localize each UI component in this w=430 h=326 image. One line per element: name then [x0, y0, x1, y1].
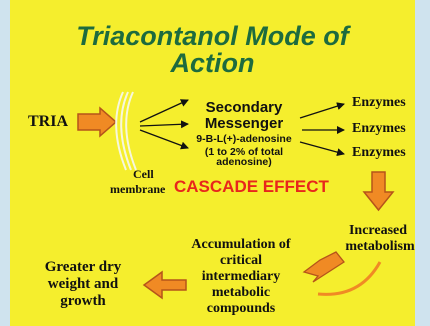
accumulation-line-4: metabolic — [211, 285, 271, 300]
tria-block-arrow — [77, 106, 118, 138]
metabolism-to-accumulation-curve — [317, 261, 382, 296]
greater-dry-weight-line-2: weight and — [47, 276, 119, 292]
enzymes-label-3: Enzymes — [352, 145, 406, 160]
title-line-2: Action — [170, 48, 255, 78]
secondary-messenger-line-4: (1 to 2% of total — [204, 146, 284, 158]
arrow-membrane-to-messenger-1 — [139, 99, 189, 123]
arrow-membrane-to-messenger-2 — [139, 120, 189, 129]
cell-membrane-curve-outer — [115, 91, 127, 171]
accumulation-to-growth-block-arrow — [142, 270, 187, 300]
arrow-membrane-to-messenger-3 — [139, 129, 189, 150]
arrow-messenger-to-enzymes-1 — [299, 102, 345, 119]
enzymes-label-2: Enzymes — [352, 121, 406, 136]
title-line-1: Triacontanol Mode of — [76, 21, 349, 51]
secondary-messenger-line-3: 9-B-L(+)-adenosine — [196, 133, 292, 145]
enzymes-label-1: Enzymes — [352, 95, 406, 110]
increased-metabolism-line-2: metabolism — [345, 239, 415, 254]
accumulation-line-2: critical — [220, 253, 262, 268]
metabolism-to-accumulation-block-arrow — [302, 251, 345, 283]
cell-membrane-label-line-1: Cell — [133, 167, 154, 181]
content-panel — [10, 0, 415, 326]
cell-membrane-curve-middle — [120, 91, 132, 171]
accumulation-line-3: intermediary — [201, 269, 281, 284]
cell-membrane-label-line-2: membrane — [110, 182, 166, 196]
increased-metabolism-line-1: Increased — [348, 223, 408, 238]
arrow-messenger-to-enzymes-3 — [299, 141, 345, 157]
cell-membrane-curve-inner — [125, 91, 137, 171]
greater-dry-weight-line-3: growth — [60, 293, 106, 309]
tria-label: TRIA — [28, 113, 69, 130]
accumulation-line-5: compounds — [206, 301, 276, 316]
secondary-messenger-line-5: adenosine) — [216, 156, 272, 168]
secondary-messenger-line-1: Secondary — [205, 99, 283, 116]
accumulation-line-1: Accumulation of — [191, 237, 291, 252]
secondary-messenger-line-2: Messenger — [204, 115, 284, 132]
cascade-down-block-arrow — [362, 171, 395, 212]
cascade-effect-label: CASCADE EFFECT — [174, 177, 329, 196]
greater-dry-weight-line-1: Greater dry — [44, 259, 122, 275]
